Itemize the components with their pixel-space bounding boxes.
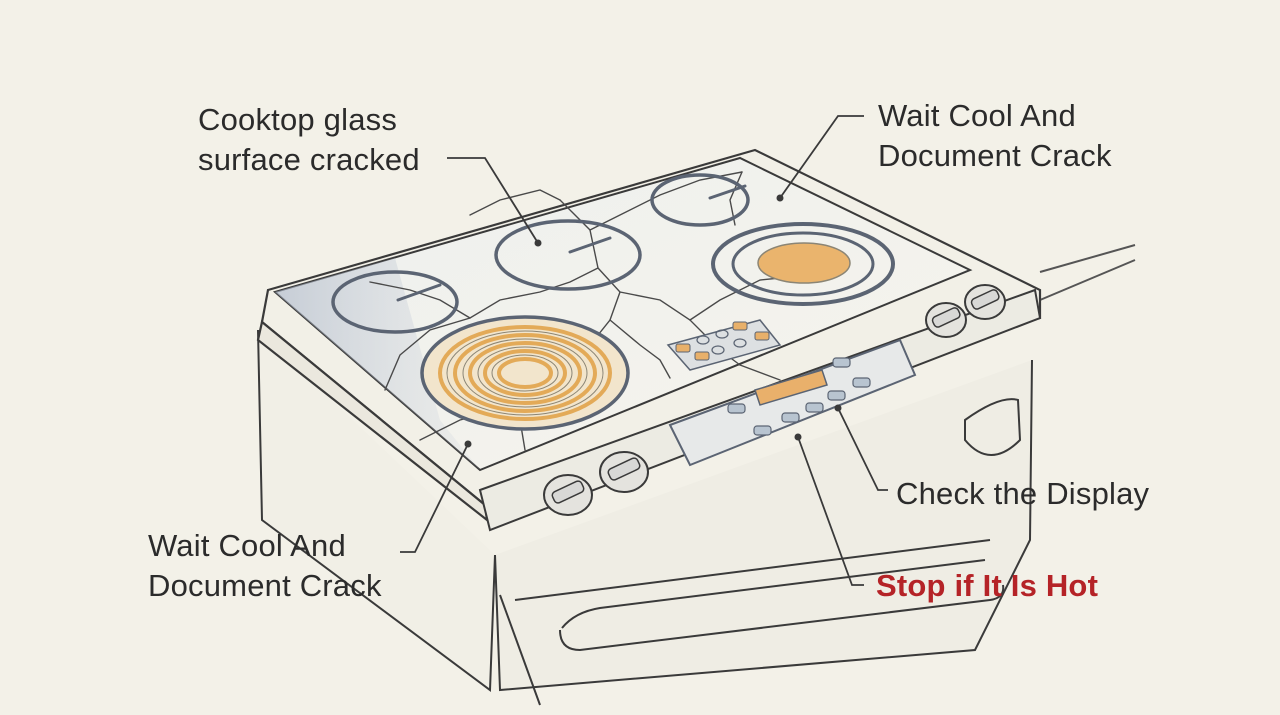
panel-buttons <box>727 357 871 436</box>
label-stop-if-hot: Stop if It Is Hot <box>876 568 1099 603</box>
knob-front-left-2 <box>599 451 649 493</box>
label-line: Document Crack <box>148 568 382 603</box>
range-body <box>257 329 1033 706</box>
label-line: Document Crack <box>878 138 1112 173</box>
label-line: surface cracked <box>198 142 420 177</box>
label-wait-cool-top: Wait Cool And Document Crack <box>878 96 1112 176</box>
label-wait-cool-bottom: Wait Cool And Document Crack <box>148 526 382 606</box>
label-cooktop-glass-cracked: Cooktop glass surface cracked <box>198 100 420 180</box>
display-window <box>754 369 828 406</box>
label-check-display: Check the Display <box>896 476 1150 511</box>
burner-left-small <box>331 270 459 334</box>
knob-right-2 <box>964 284 1006 320</box>
burner-front-hot <box>420 315 630 431</box>
label-line: Wait Cool And <box>148 528 346 563</box>
leader-lines <box>400 115 888 586</box>
leader-dots <box>464 194 842 448</box>
burner-back-right-small <box>650 173 750 227</box>
knob-front-left-1 <box>543 474 593 516</box>
label-line: Cooktop glass <box>198 102 398 137</box>
touch-controls <box>666 319 782 371</box>
burner-back-middle <box>494 219 642 291</box>
burner-right-glow <box>711 222 895 306</box>
counter-edge <box>1039 244 1136 301</box>
knob-right-1 <box>925 302 967 338</box>
label-line: Wait Cool And <box>878 98 1076 133</box>
